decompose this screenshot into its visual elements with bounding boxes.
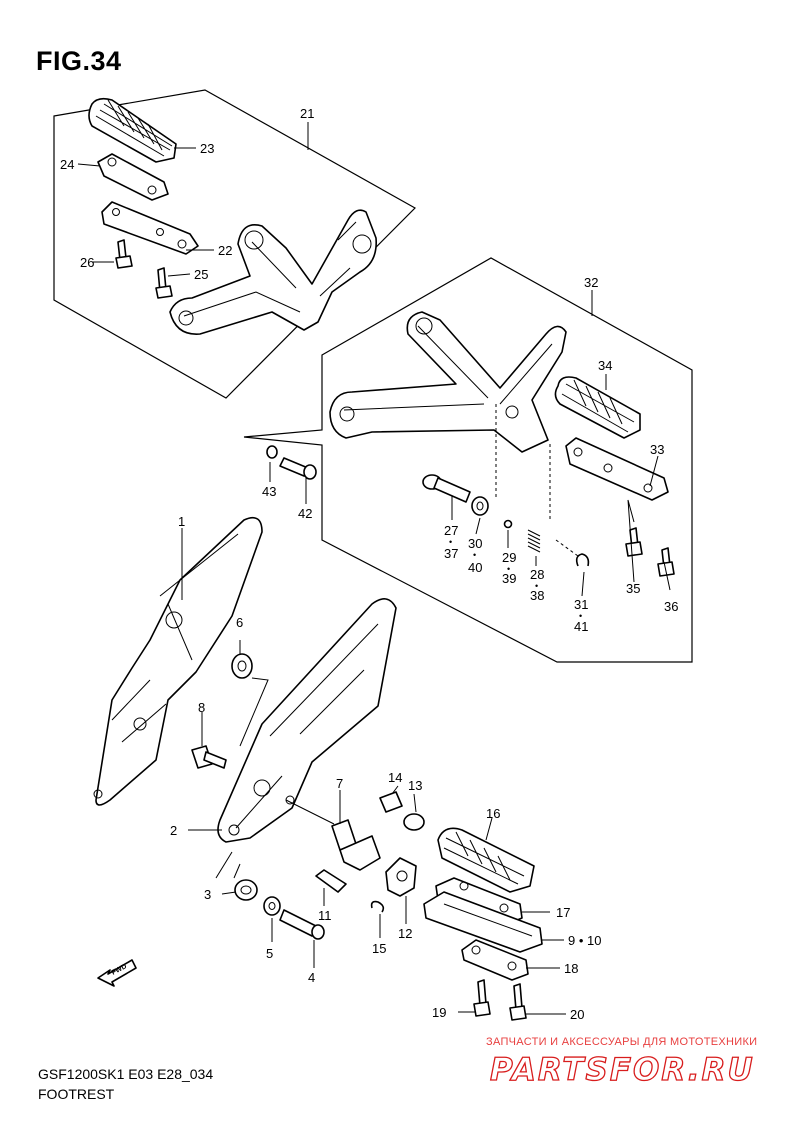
callout-4: 4 xyxy=(308,970,315,985)
part-30-washer xyxy=(471,496,489,516)
callout-39: 39 xyxy=(502,571,516,586)
part-31-circlip xyxy=(575,553,590,567)
callout-26: 26 xyxy=(80,255,94,270)
part-22-footrest-plate xyxy=(101,201,199,255)
part-34-footrest-rubber xyxy=(554,376,641,439)
part-6-spacer xyxy=(231,653,253,679)
callout-8: 8 xyxy=(198,700,205,715)
callout-dot-30-40: • xyxy=(473,550,476,560)
callout-31: 31 xyxy=(574,597,588,612)
callout-30: 30 xyxy=(468,536,482,551)
part-18-footrest-bracket xyxy=(461,939,529,981)
part-1-footrest-bracket-left xyxy=(93,516,263,806)
part-13-cap xyxy=(403,813,425,831)
callout-7: 7 xyxy=(336,776,343,791)
callout-dot-29-39: • xyxy=(507,564,510,574)
callout-labels: 21 23 24 22 26 25 32 34 33 27 • 37 30 • … xyxy=(60,106,678,1022)
part-43-washer xyxy=(266,445,278,459)
part-27-pivot-bolt xyxy=(422,474,471,503)
callout-22: 22 xyxy=(218,243,232,258)
figure-title: FIG.34 xyxy=(36,46,122,76)
callout-13: 13 xyxy=(408,778,422,793)
callout-29: 29 xyxy=(502,550,516,565)
callout-18: 18 xyxy=(564,961,578,976)
assembly-dashed-guide xyxy=(495,404,579,557)
callout-12: 12 xyxy=(398,926,412,941)
callout-5: 5 xyxy=(266,946,273,961)
callout-17: 17 xyxy=(556,905,570,920)
part-28-spring xyxy=(527,529,541,553)
callout-15: 15 xyxy=(372,941,386,956)
part-9-footrest-base xyxy=(423,891,543,953)
part-35-bolt xyxy=(625,527,643,557)
callout-dot-28-38: • xyxy=(535,581,538,591)
callout-dot-31-41: • xyxy=(579,611,582,621)
callout-16: 16 xyxy=(486,806,500,821)
part-12-bracket xyxy=(385,857,417,897)
part-15-clip xyxy=(370,900,385,913)
callout-25: 25 xyxy=(194,267,208,282)
callout-34: 34 xyxy=(598,358,612,373)
callout-33: 33 xyxy=(650,442,664,457)
callout-35: 35 xyxy=(626,581,640,596)
callout-43: 43 xyxy=(262,484,276,499)
part-5-washer xyxy=(263,896,281,916)
part-32-footrest-bracket xyxy=(329,311,567,453)
callout-27: 27 xyxy=(444,523,458,538)
section-name: FOOTREST xyxy=(38,1086,115,1102)
forward-direction-marker: FWD xyxy=(97,959,137,987)
part-8-bolt xyxy=(191,745,227,769)
callout-3: 3 xyxy=(204,887,211,902)
part-24-footrest-bracket xyxy=(97,153,169,201)
leader-lines xyxy=(77,122,671,1015)
callout-37: 37 xyxy=(444,546,458,561)
watermark-logo: PARTSFOR.RU xyxy=(489,1051,755,1088)
part-16-footrest-rubber xyxy=(437,827,535,893)
callout-40: 40 xyxy=(468,560,482,575)
callout-28: 28 xyxy=(530,567,544,582)
part-29-ball xyxy=(503,519,513,529)
callout-6: 6 xyxy=(236,615,243,630)
callout-20: 20 xyxy=(570,1007,584,1022)
callout-2: 2 xyxy=(170,823,177,838)
callout-14: 14 xyxy=(388,770,402,785)
callout-1: 1 xyxy=(178,514,185,529)
callout-24: 24 xyxy=(60,157,74,172)
callout-41: 41 xyxy=(574,619,588,634)
part-2-footrest-bracket-right xyxy=(217,598,397,843)
part-26-bolt xyxy=(115,239,133,269)
part-3-collar xyxy=(234,879,258,901)
part-42-bolt xyxy=(279,457,317,480)
callout-32: 32 xyxy=(584,275,598,290)
callout-23: 23 xyxy=(200,141,214,156)
part-19-bolt xyxy=(473,979,491,1017)
callout-11: 11 xyxy=(318,908,332,923)
model-code: GSF1200SK1 E03 E28_034 xyxy=(38,1066,214,1082)
assembly-guide-lines xyxy=(215,677,335,879)
part-14-pin xyxy=(379,791,403,813)
watermark-tagline: ЗАПЧАСТИ И АКСЕССУАРЫ ДЛЯ МОТОТЕХНИКИ xyxy=(486,1036,758,1048)
part-23-footrest-rubber xyxy=(88,97,177,163)
callout-38: 38 xyxy=(530,588,544,603)
callout-21: 21 xyxy=(300,106,314,121)
callout-36: 36 xyxy=(664,599,678,614)
callout-9-10: 9 • 10 xyxy=(568,933,601,948)
callout-19: 19 xyxy=(432,1005,446,1020)
callout-dot-27-37: • xyxy=(449,537,452,547)
part-20-bolt xyxy=(509,983,527,1021)
part-11-pin xyxy=(315,869,347,893)
callout-42: 42 xyxy=(298,506,312,521)
part-4-bolt xyxy=(279,909,325,940)
part-7-footrest-bolt xyxy=(331,819,381,871)
part-33-footrest-bracket xyxy=(565,437,669,501)
part-25-bolt xyxy=(155,267,173,299)
part-21-rear-footrest-bracket xyxy=(169,209,377,335)
